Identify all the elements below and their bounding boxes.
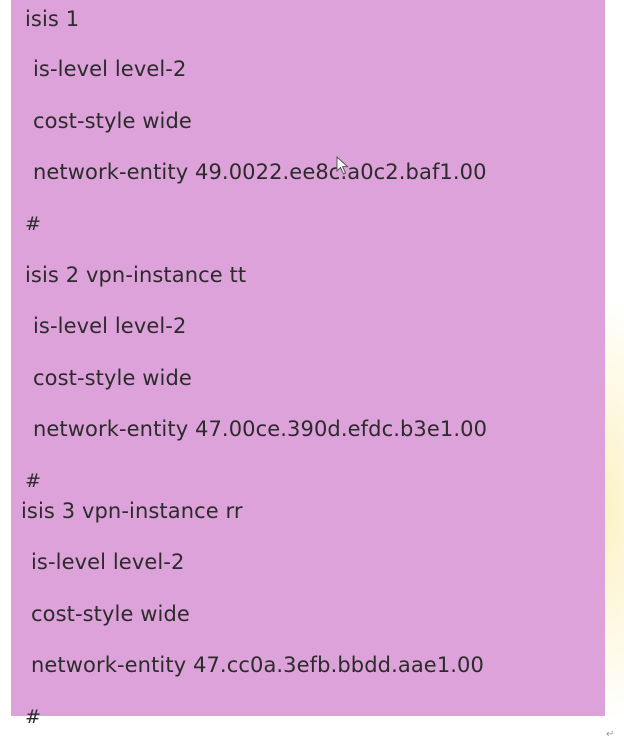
config-line-is-level: is-level level-2 [31, 550, 185, 574]
return-mark-icon: ↵ [606, 729, 615, 740]
config-line-is-level: is-level level-2 [33, 57, 187, 81]
config-line-network-entity: network-entity 47.cc0a.3efb.bbdd.aae1.00 [31, 653, 484, 677]
config-line-cost-style: cost-style wide [33, 366, 192, 390]
config-line-network-entity: network-entity 49.0022.ee8c.a0c2.baf1.00 [33, 160, 487, 184]
mouse-pointer-icon [336, 156, 349, 175]
config-line-isis-2: isis 2 vpn-instance tt [25, 263, 247, 287]
config-line-cost-style: cost-style wide [31, 602, 190, 626]
config-line-cost-style: cost-style wide [33, 109, 192, 133]
config-line-separator: # [25, 213, 42, 235]
config-line-isis-1: isis 1 [25, 7, 80, 31]
config-code-block: isis 1 is-level level-2 cost-style wide … [11, 0, 605, 728]
config-line-separator: # [25, 470, 42, 492]
config-line-network-entity: network-entity 47.00ce.390d.efdc.b3e1.00 [33, 417, 488, 441]
config-line-is-level: is-level level-2 [33, 314, 187, 338]
config-line-isis-3: isis 3 vpn-instance rr [21, 499, 243, 523]
config-line-separator: # [25, 706, 42, 728]
